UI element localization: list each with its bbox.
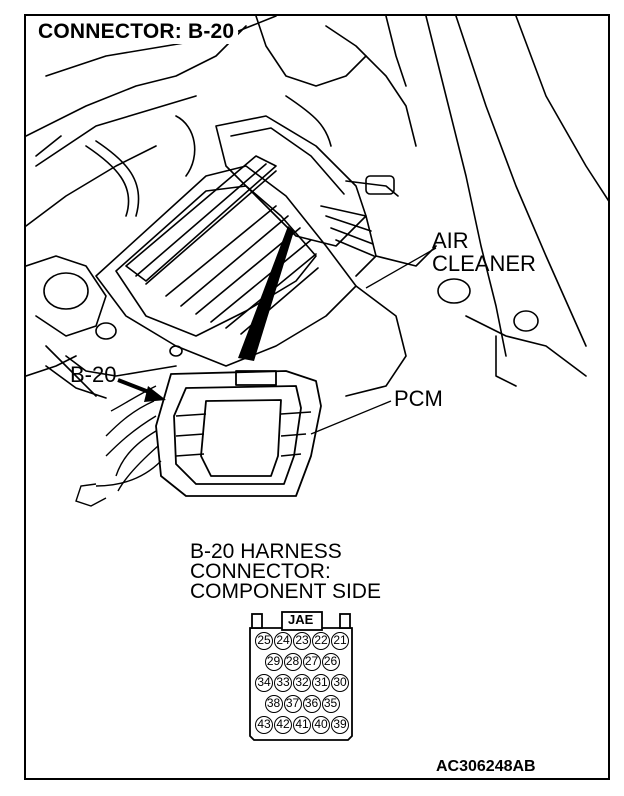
connector-pin: 23 <box>293 632 311 650</box>
connector-pin: 39 <box>331 716 349 734</box>
figure-id: AC306248AB <box>436 758 536 775</box>
connector-tab-label: JAE <box>288 612 314 627</box>
connector-pin: 40 <box>312 716 330 734</box>
connector-pin: 38 <box>264 695 283 713</box>
connector-pin: 25 <box>255 632 273 650</box>
caption-line2: CONNECTOR: <box>190 560 331 583</box>
page-title: CONNECTOR: B-20 <box>34 20 239 44</box>
connector-pin: 21 <box>331 632 349 650</box>
connector-pin: 36 <box>302 695 321 713</box>
pcm-label: PCM <box>394 386 443 411</box>
caption-line3: COMPONENT SIDE <box>190 580 381 603</box>
connector-pin: 27 <box>302 653 321 671</box>
connector-pin: 41 <box>293 716 311 734</box>
connector-pin: 43 <box>255 716 273 734</box>
connector-caption: B-20 HARNESS CONNECTOR: COMPONENT SIDE <box>190 540 381 603</box>
air-cleaner-label-line2: CLEANER <box>432 251 536 276</box>
air-cleaner-label-line1: AIR <box>432 228 469 253</box>
connector-pin: 28 <box>283 653 302 671</box>
connector-pin: 34 <box>255 674 273 692</box>
connector-pin: 30 <box>331 674 349 692</box>
connector-pin: 42 <box>274 716 292 734</box>
connector-callout-label: B-20 <box>70 362 117 387</box>
diagram-frame: CONNECTOR: B-20 AIR CLEANER B-20 PCM B-2… <box>24 14 610 780</box>
connector-pin: 31 <box>312 674 330 692</box>
connector-pin: 22 <box>312 632 330 650</box>
caption-line1: B-20 HARNESS <box>190 540 342 563</box>
connector-pin: 32 <box>293 674 311 692</box>
connector-pin: 33 <box>274 674 292 692</box>
connector-pin: 37 <box>283 695 302 713</box>
connector-pin: 29 <box>264 653 283 671</box>
connector-pin: 26 <box>321 653 340 671</box>
connector-pin: 24 <box>274 632 292 650</box>
connector-pin: 35 <box>321 695 340 713</box>
